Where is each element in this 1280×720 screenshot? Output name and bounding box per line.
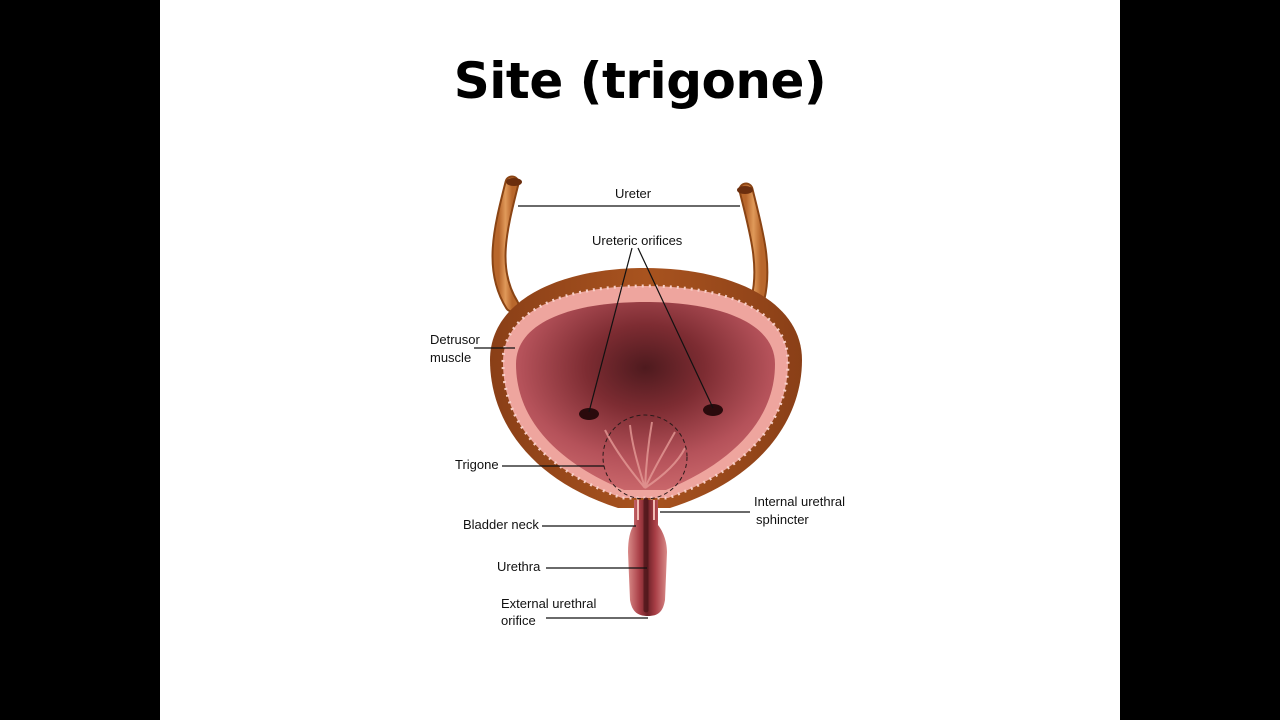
label-external-orifice-line1: External urethral xyxy=(501,596,596,611)
ureter-left-tube xyxy=(491,175,522,313)
label-ureter: Ureter xyxy=(615,186,652,201)
bladder-diagram: Ureter Ureteric orifices Detrusor muscle… xyxy=(430,175,845,628)
label-trigone: Trigone xyxy=(455,457,499,472)
slide-title: Site (trigone) xyxy=(453,52,827,110)
bladder-lumen xyxy=(516,302,775,490)
label-detrusor-line1: Detrusor xyxy=(430,332,481,347)
trigone-folds xyxy=(604,421,686,489)
label-ureteric-orifices: Ureteric orifices xyxy=(592,233,683,248)
label-external-orifice-line2: orifice xyxy=(501,613,536,628)
ureteric-orifice-left xyxy=(579,408,599,420)
label-leader-lines xyxy=(474,205,750,619)
label-detrusor-line2: muscle xyxy=(430,350,471,365)
label-internal-sphincter-line2: sphincter xyxy=(756,512,809,527)
label-bladder-neck: Bladder neck xyxy=(463,517,539,532)
label-internal-sphincter-line1: Internal urethral xyxy=(754,494,845,509)
slide: Site (trigone) xyxy=(160,0,1120,720)
label-urethra: Urethra xyxy=(497,559,541,574)
ureter-right-tube xyxy=(737,182,769,306)
ureteric-orifice-right xyxy=(703,404,723,416)
